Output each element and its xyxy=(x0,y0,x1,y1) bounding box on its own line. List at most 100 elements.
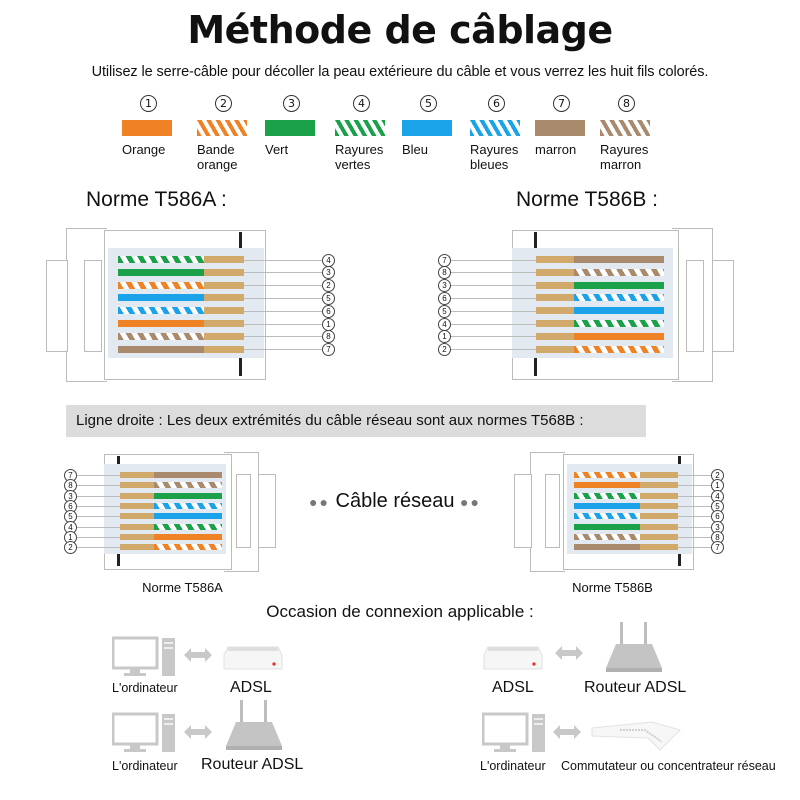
wire-8 xyxy=(574,533,640,540)
connections-title: Occasion de connexion applicable : xyxy=(266,602,534,621)
gold-contact xyxy=(120,472,154,478)
pin-number: 7 xyxy=(322,343,335,357)
gold-contact xyxy=(204,294,244,302)
bidirectional-arrow-icon xyxy=(555,646,583,660)
wire-1 xyxy=(574,332,664,340)
connector-shell xyxy=(512,248,673,359)
pair-1-left-label: L'ordinateur xyxy=(112,681,178,695)
gold-contact xyxy=(536,268,574,276)
latch-tab xyxy=(46,260,68,352)
legend-swatch xyxy=(265,120,315,136)
gold-contact xyxy=(536,332,574,340)
legend-swatch xyxy=(122,120,172,136)
gold-contact xyxy=(640,513,678,520)
legend-label: Orange xyxy=(122,142,166,157)
wire-8 xyxy=(118,332,204,340)
legend-swatch xyxy=(402,120,452,136)
gold-contact xyxy=(204,281,244,289)
pin-number: 2 xyxy=(322,279,335,293)
legend-swatch xyxy=(470,120,520,136)
adsl-modem-icon xyxy=(483,646,543,670)
latch-tab xyxy=(235,474,251,548)
bidirectional-arrow-icon xyxy=(184,648,212,662)
connector-shell xyxy=(108,248,264,359)
gold-contact xyxy=(120,544,154,551)
pin-number: 8 xyxy=(438,266,451,280)
wire-4 xyxy=(154,523,222,530)
bidirectional-arrow-icon xyxy=(553,725,581,739)
wire-2 xyxy=(574,345,664,353)
gold-contact xyxy=(640,472,678,478)
pin-number: 7 xyxy=(438,253,451,267)
computer-icon xyxy=(112,712,175,752)
pin-number: 3 xyxy=(322,266,335,280)
legend-number: 4 xyxy=(353,95,370,112)
legend-label: marron xyxy=(535,142,577,157)
computer-icon xyxy=(112,636,175,676)
left-connector-caption: Norme T586A xyxy=(142,580,223,595)
straight-cable-banner: Ligne droite : Les deux extrémités du câ… xyxy=(66,405,646,437)
legend-number: 7 xyxy=(553,95,570,112)
gold-contact xyxy=(536,307,574,315)
wire-6 xyxy=(154,502,222,509)
cable-label-text: Câble réseau xyxy=(335,490,455,512)
t586a-title: Norme T586A : xyxy=(86,188,227,211)
gold-contact xyxy=(120,492,154,499)
gold-contact xyxy=(204,345,244,353)
wire-2 xyxy=(118,281,204,289)
legend-number: 1 xyxy=(140,95,157,112)
router-icon xyxy=(606,622,662,672)
legend-number: 2 xyxy=(215,95,232,112)
pin-number: 4 xyxy=(322,253,335,267)
legend-swatch xyxy=(535,120,585,136)
pin-number: 3 xyxy=(438,279,451,293)
legend-number: 8 xyxy=(618,95,635,112)
wire-2 xyxy=(154,544,222,551)
pair-2-right-label: Routeur ADSL xyxy=(584,679,687,696)
router-icon xyxy=(226,700,282,750)
gold-contact xyxy=(204,332,244,340)
t586b-title: Norme T586B : xyxy=(516,188,659,211)
pair-1-right-label: ADSL xyxy=(230,679,272,696)
legend-label: Vert xyxy=(265,142,289,157)
pair-3-left-label: L'ordinateur xyxy=(112,759,178,773)
legend-number: 5 xyxy=(420,95,437,112)
pin-number: 2 xyxy=(64,541,77,555)
wire-3 xyxy=(574,523,640,530)
wire-1 xyxy=(118,320,204,327)
computer-icon xyxy=(482,712,545,752)
wire-5 xyxy=(154,513,222,520)
wire-5 xyxy=(118,294,204,302)
legend-number: 6 xyxy=(488,95,505,112)
pin-number: 7 xyxy=(711,541,724,555)
wire-3 xyxy=(574,281,664,289)
gold-contact xyxy=(640,502,678,509)
pin-number: 2 xyxy=(438,343,451,357)
latch-tab xyxy=(258,474,276,548)
wire-7 xyxy=(574,256,664,263)
cable-label: ●● Câble réseau ●● xyxy=(300,490,490,513)
wire-3 xyxy=(118,268,204,276)
gold-contact xyxy=(536,294,574,302)
adsl-modem-icon xyxy=(223,646,283,670)
right-connector-caption: Norme T586B xyxy=(572,580,653,595)
wire-2 xyxy=(574,472,640,478)
pin-number: 5 xyxy=(322,291,335,305)
wire-5 xyxy=(574,307,664,315)
gold-contact xyxy=(204,320,244,327)
pin-number: 1 xyxy=(322,317,335,331)
pair-4-right-label: Commutateur ou concentrateur réseau xyxy=(561,759,776,773)
gold-contact xyxy=(640,533,678,540)
latch-tab xyxy=(712,260,734,352)
wire-4 xyxy=(574,492,640,499)
gold-contact xyxy=(120,523,154,530)
wire-4 xyxy=(574,320,664,327)
gold-contact xyxy=(640,492,678,499)
